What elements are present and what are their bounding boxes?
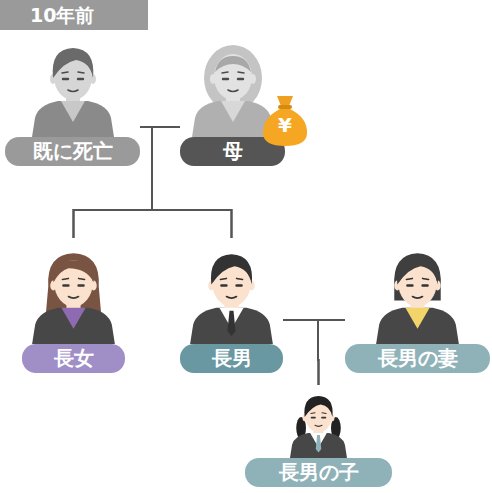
figure-part	[412, 297, 422, 299]
figure-part	[228, 90, 238, 92]
figure-part	[226, 297, 236, 299]
family-line	[318, 320, 345, 385]
figure-part	[62, 72, 84, 73]
figure-part	[220, 278, 242, 279]
figure-part	[222, 72, 244, 73]
figure-part	[190, 308, 273, 344]
figure-part	[68, 297, 78, 299]
person-node: 母	[180, 32, 285, 166]
figure-part	[315, 425, 322, 426]
money-bag: ¥	[258, 92, 312, 148]
person-figure	[192, 45, 274, 137]
figure-part	[376, 308, 459, 344]
figure-part	[53, 260, 93, 282]
figure-part	[405, 308, 429, 329]
family-line	[283, 320, 319, 385]
person-figure	[32, 48, 114, 137]
name-label: 長男	[180, 344, 283, 373]
figure-part	[250, 74, 256, 84]
figure-part	[61, 308, 85, 329]
figure-part	[61, 101, 85, 122]
figure-part	[290, 433, 347, 458]
name-label: 長男の子	[245, 458, 392, 487]
figure-part	[32, 308, 115, 344]
person-node: 既に死亡	[5, 32, 140, 166]
figure-part	[91, 280, 97, 290]
person-figure	[190, 254, 273, 344]
figure-part	[311, 412, 326, 414]
name-label: 既に死亡	[5, 137, 140, 166]
figure-part	[192, 101, 274, 137]
figure-part	[52, 48, 93, 78]
person-illustration	[287, 385, 350, 458]
figure-part	[215, 56, 251, 72]
figure-part	[32, 101, 114, 137]
person-illustration	[28, 32, 118, 137]
figure-part	[312, 417, 326, 419]
person-figure	[32, 253, 115, 344]
figure-part	[316, 435, 322, 452]
person-illustration	[188, 32, 278, 137]
figure-part	[62, 278, 84, 279]
figure-part	[63, 78, 83, 80]
figure-part	[407, 284, 427, 286]
figure-part	[397, 254, 438, 284]
person-figure	[290, 396, 347, 458]
person-illustration	[28, 238, 119, 344]
person-illustration	[372, 238, 463, 344]
person-figure	[376, 253, 459, 344]
name-label: 長男の妻	[345, 344, 490, 373]
currency-sign: ¥	[258, 114, 312, 136]
figure-part	[210, 74, 216, 84]
title-text: 10年前	[30, 4, 94, 26]
person-node: 長男の子	[245, 385, 392, 487]
figure-part	[50, 280, 56, 290]
person-illustration	[186, 238, 277, 344]
person-node: 長女	[22, 238, 125, 373]
person-node: 長男	[180, 238, 283, 373]
figure-part	[227, 311, 235, 336]
figure-part	[304, 396, 332, 417]
name-label: 長女	[22, 344, 125, 373]
figure-part	[406, 278, 428, 279]
figure-part	[221, 101, 245, 122]
figure-part	[211, 254, 252, 284]
figure-part	[63, 284, 83, 286]
person-node: 長男の妻	[345, 238, 490, 373]
figure-part	[223, 78, 243, 80]
title-band: 10年前	[0, 0, 148, 30]
figure-part	[214, 54, 252, 100]
figure-part	[221, 284, 241, 286]
figure-part	[68, 90, 78, 92]
